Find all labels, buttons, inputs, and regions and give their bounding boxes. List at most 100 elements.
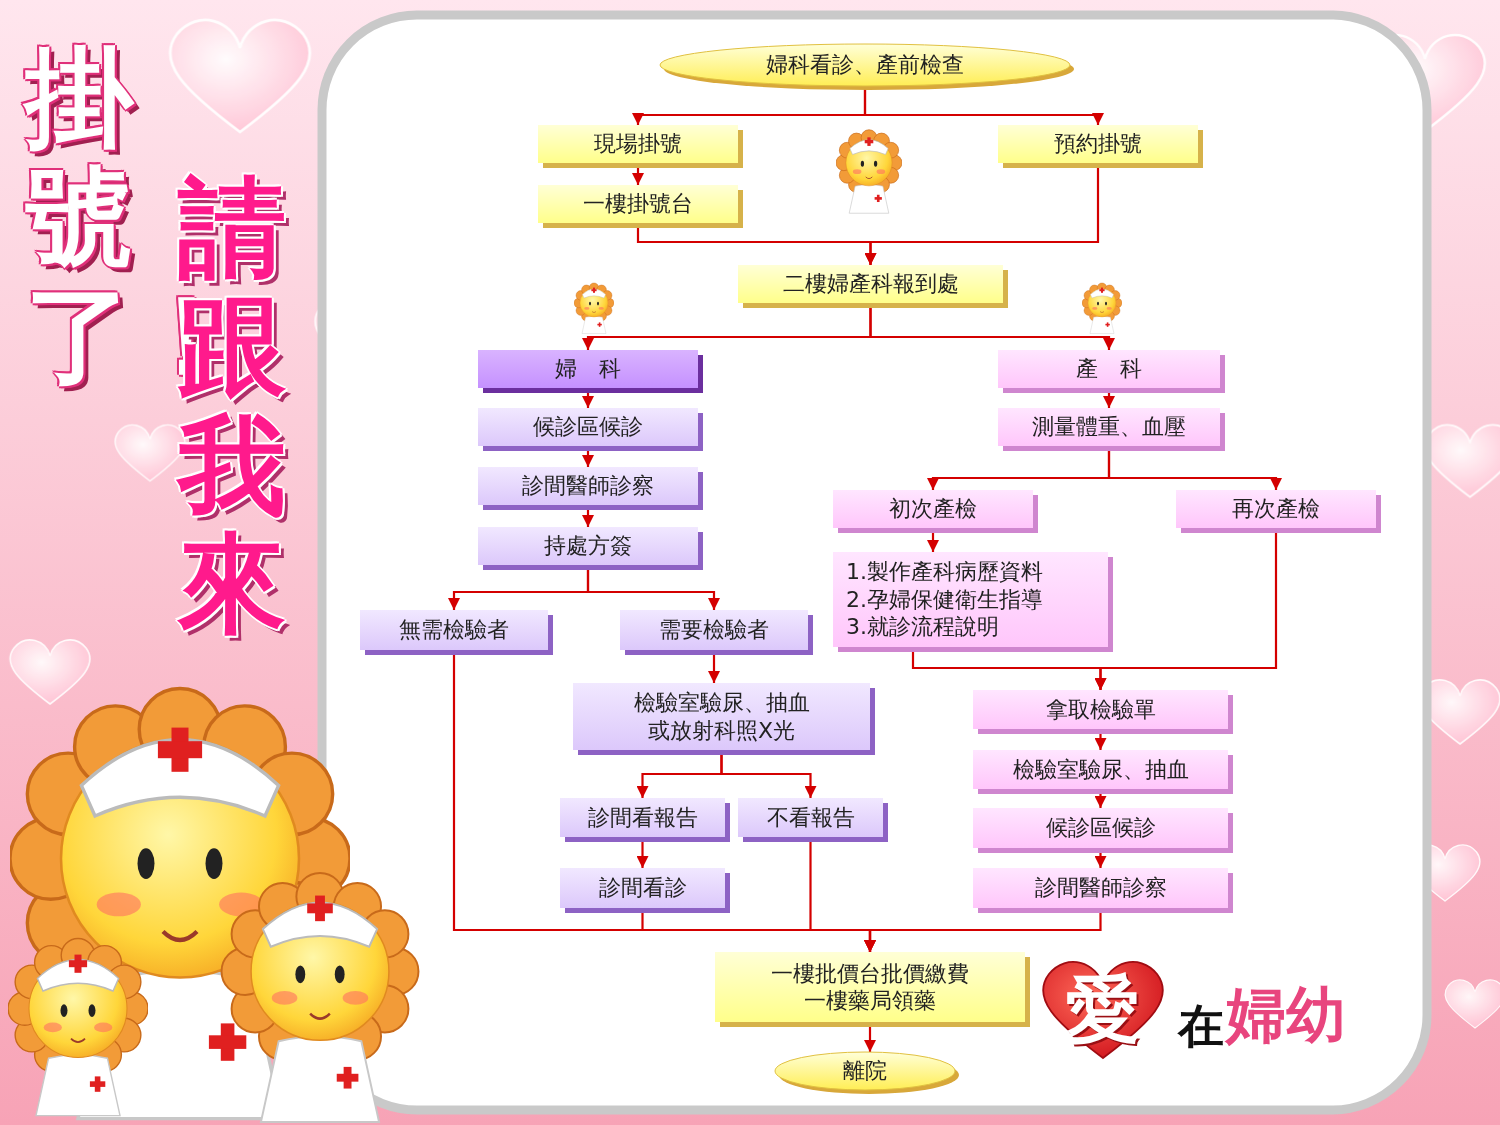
process-box: 診間醫師診察 bbox=[973, 868, 1228, 908]
flow-arrow bbox=[638, 86, 865, 125]
process-box: 檢驗室驗尿、抽血 或放射科照X光 bbox=[573, 683, 870, 750]
flow-arrow bbox=[637, 163, 639, 185]
logo-text: 在 bbox=[1178, 1003, 1224, 1049]
nurse-icon bbox=[574, 283, 614, 334]
nurse-figure bbox=[8, 939, 148, 1116]
process-box: 一樓掛號台 bbox=[538, 185, 738, 223]
logo-text: 婦幼 bbox=[1226, 985, 1346, 1045]
nurse-icon bbox=[836, 130, 902, 213]
step-text: 診間醫師診察 bbox=[1035, 874, 1167, 902]
flow-arrow bbox=[1108, 388, 1110, 408]
step-text: 需要檢驗者 bbox=[659, 616, 769, 644]
process-box: 再次產檢 bbox=[1176, 490, 1376, 528]
process-box: 診間看診 bbox=[560, 868, 725, 908]
flow-arrow bbox=[811, 837, 871, 952]
step-text: 3.就診流程說明 bbox=[846, 613, 999, 641]
flow-arrow bbox=[1101, 528, 1277, 690]
heart bbox=[1445, 980, 1500, 1028]
flow-arrow bbox=[641, 837, 643, 868]
process-box: 二樓婦產科報到處 bbox=[738, 265, 1003, 303]
decision-box: 無需檢驗者 bbox=[360, 610, 548, 650]
section-box: 產 科 bbox=[998, 350, 1220, 388]
process-box: 候診區候診 bbox=[973, 808, 1228, 848]
step-text: 測量體重、血壓 bbox=[1032, 413, 1186, 441]
flow-arrow bbox=[1099, 789, 1101, 808]
step-text: 候診區候診 bbox=[533, 413, 643, 441]
flow-arrow bbox=[638, 223, 871, 265]
step-text: 一樓掛號台 bbox=[583, 190, 693, 218]
step-text: 現場掛號 bbox=[594, 130, 682, 158]
step-text: 婦 科 bbox=[555, 355, 621, 383]
flow-arrow bbox=[871, 303, 1110, 350]
step-text: 婦科看診、產前檢查 bbox=[766, 51, 964, 79]
decision-box: 需要檢驗者 bbox=[620, 610, 808, 650]
flow-arrow bbox=[933, 446, 1109, 490]
step-text: 持處方簽 bbox=[544, 532, 632, 560]
process-box: 預約掛號 bbox=[998, 125, 1198, 163]
flow-arrow bbox=[587, 388, 589, 408]
process-box: 初次產檢 bbox=[833, 490, 1033, 528]
end-oval: 離院 bbox=[775, 1052, 955, 1090]
start-oval: 婦科看診、產前檢查 bbox=[660, 44, 1070, 86]
flow-arrow bbox=[588, 565, 714, 610]
connector-group bbox=[454, 86, 1276, 1052]
oval-fill bbox=[660, 44, 1070, 86]
step-text: 產 科 bbox=[1076, 355, 1142, 383]
decision-box: 不看報告 bbox=[738, 798, 883, 837]
process-box: 候診區候診 bbox=[478, 408, 698, 446]
note-box: 1.製作產科病歷資料2.孕婦保健衛生指導3.就診流程說明 bbox=[833, 552, 1108, 647]
heart bbox=[170, 20, 310, 132]
process-box: 診間醫師診察 bbox=[478, 467, 698, 505]
process-box: 檢驗室驗尿、抽血 bbox=[973, 750, 1228, 789]
step-text: 診間看診 bbox=[599, 874, 687, 902]
process-box: 測量體重、血壓 bbox=[998, 408, 1220, 446]
process-box: 拿取檢驗單 bbox=[973, 690, 1228, 729]
step-text: 候診區候診 bbox=[1046, 814, 1156, 842]
heart bbox=[10, 640, 90, 704]
white-panel bbox=[322, 15, 1427, 1110]
flow-arrow bbox=[869, 1022, 871, 1052]
flow-arrow bbox=[643, 750, 722, 798]
nurse-icon bbox=[1082, 283, 1122, 334]
title-column: 請跟我來 bbox=[178, 168, 286, 643]
step-text: 檢驗室驗尿、抽血 或放射科照X光 bbox=[622, 689, 822, 744]
oval-fill bbox=[775, 1052, 955, 1090]
step-text: 離院 bbox=[843, 1057, 887, 1085]
flow-arrow bbox=[913, 647, 1101, 690]
flow-arrow bbox=[871, 163, 1099, 265]
flow-arrow bbox=[1099, 729, 1101, 750]
flow-arrow bbox=[865, 86, 1098, 125]
flow-arrow bbox=[932, 528, 934, 552]
step-text: 不看報告 bbox=[767, 804, 855, 832]
nurse-figure bbox=[222, 873, 419, 1122]
process-box: 持處方簽 bbox=[478, 527, 698, 565]
step-text: 再次產檢 bbox=[1232, 495, 1320, 523]
heart bbox=[115, 425, 185, 481]
logo-heart bbox=[1043, 962, 1163, 1058]
section-box: 婦 科 bbox=[478, 350, 698, 388]
step-text: 一樓批價台批價繳費 bbox=[771, 960, 969, 988]
process-box: 一樓批價台批價繳費一樓藥局領藥 bbox=[715, 952, 1025, 1022]
step-text: 1.製作產科病歷資料 bbox=[846, 558, 1043, 586]
flow-arrow bbox=[588, 303, 871, 350]
logo-mark: 愛 bbox=[1066, 972, 1140, 1046]
step-text: 二樓婦產科報到處 bbox=[783, 270, 959, 298]
step-text: 診間看報告 bbox=[588, 804, 698, 832]
step-text: 一樓藥局領藥 bbox=[804, 987, 936, 1015]
flow-arrow bbox=[1109, 446, 1276, 490]
step-text: 拿取檢驗單 bbox=[1046, 696, 1156, 724]
process-box: 現場掛號 bbox=[538, 125, 738, 163]
step-text: 檢驗室驗尿、抽血 bbox=[1013, 756, 1189, 784]
step-text: 預約掛號 bbox=[1054, 130, 1142, 158]
step-text: 診間醫師診察 bbox=[522, 472, 654, 500]
title-column: 掛號了！ bbox=[25, 38, 133, 394]
flow-arrow bbox=[722, 750, 811, 798]
step-text: 2.孕婦保健衛生指導 bbox=[846, 586, 1043, 614]
heart bbox=[1425, 425, 1500, 497]
step-text: 無需檢驗者 bbox=[399, 616, 509, 644]
flow-arrow bbox=[454, 565, 588, 610]
decision-box: 診間看報告 bbox=[560, 798, 725, 837]
flow-arrow bbox=[1099, 848, 1101, 868]
